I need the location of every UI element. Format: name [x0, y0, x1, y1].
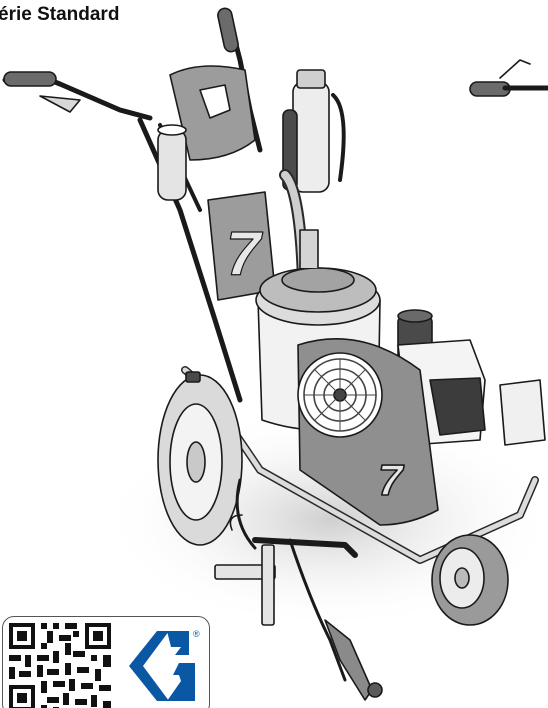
qr-logo-badge: ® [2, 616, 210, 708]
brand-logo-icon: ® [129, 629, 200, 701]
svg-text:7: 7 [226, 220, 263, 289]
registered-mark: ® [193, 629, 200, 639]
qr-code-icon [9, 623, 111, 708]
svg-text:7: 7 [378, 456, 405, 505]
document-title: érie Standard [0, 4, 120, 25]
